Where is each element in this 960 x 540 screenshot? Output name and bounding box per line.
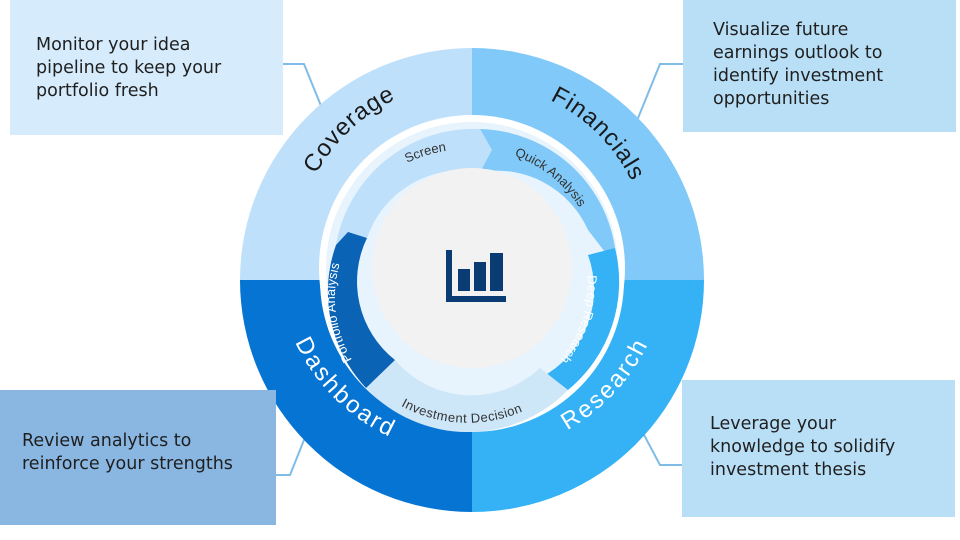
callout-financials: Visualize future earnings outlook to ide…: [683, 0, 956, 132]
callout-dashboard: Review analytics to reinforce your stren…: [0, 390, 276, 525]
cycle-segment-screen: [336, 128, 492, 245]
callout-research-text: Leverage your knowledge to solidify inve…: [710, 414, 896, 480]
cycle-segment-portfolio-analysis: [327, 232, 395, 388]
outer-ring: [240, 48, 704, 512]
callout-dashboard-text: Review analytics to reinforce your stren…: [22, 431, 233, 474]
cycle-segment-quick-analysis: [480, 129, 615, 252]
callout-research: Leverage your knowledge to solidify inve…: [682, 380, 955, 517]
quadrant-coverage: [240, 48, 472, 280]
quadrant-research: [472, 280, 704, 512]
callout-coverage-text: Monitor your idea pipeline to keep your …: [36, 35, 222, 101]
cycle-segment-investment-decision: [366, 360, 568, 433]
bar-chart-icon: [446, 250, 506, 302]
cycle-segment-deep-research: [540, 248, 620, 390]
inner-cycle: [327, 128, 620, 433]
center-circle: [372, 168, 572, 368]
quadrant-financials: [472, 48, 704, 280]
connector-line-top-right: [633, 63, 683, 129]
quadrant-dashboard: [240, 280, 472, 512]
callout-coverage: Monitor your idea pipeline to keep your …: [10, 0, 283, 135]
callout-financials-text: Visualize future earnings outlook to ide…: [713, 20, 884, 109]
